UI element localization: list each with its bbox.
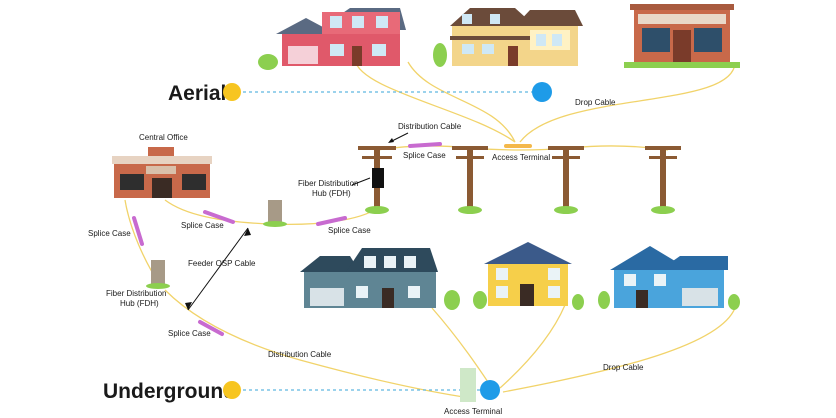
arrow [351, 177, 371, 186]
splice-case-co-right [203, 210, 235, 224]
aerial-marker-icon [223, 83, 241, 101]
fdh-aerial-label-2: Hub (FDH) [312, 189, 351, 198]
fdh-ug-label-2: Hub (FDH) [120, 299, 159, 308]
splice-case-mid [316, 216, 347, 226]
arrowhead [185, 302, 192, 310]
underground-distribution-cable [164, 289, 471, 399]
fdh-aerial-label-1: Fiber Distribution [298, 179, 358, 188]
drop-cable-shop [519, 61, 736, 143]
underground-marker-icon [223, 381, 241, 399]
house-icon [433, 8, 583, 67]
ug-access-terminal-marker-icon [480, 380, 500, 400]
access-terminal-pedestal-icon [460, 368, 476, 402]
arrowhead [388, 138, 394, 143]
drop-cable-house2 [407, 61, 516, 143]
arrowhead [244, 228, 251, 236]
splice-case-label-mid: Splice Case [328, 226, 371, 235]
splice-case-label-left: Splice Case [88, 229, 131, 238]
feeder-osp-arrow [187, 227, 249, 311]
splice-case-label-lower: Splice Case [168, 329, 211, 338]
access-terminal-label-lower: Access Terminal [444, 407, 502, 416]
house-icon [258, 8, 406, 70]
utility-pole-icon [452, 146, 488, 214]
drop-cable-label-lower: Drop Cable [603, 363, 644, 372]
ug-drop-cable-house2 [499, 304, 566, 389]
access-terminal-marker-icon [532, 82, 552, 102]
distribution-cable-label-lower: Distribution Cable [268, 350, 332, 359]
house-icon [473, 242, 584, 310]
splice-case-label-top: Splice Case [403, 151, 446, 160]
splice-case-lower [198, 320, 224, 336]
feeder-osp-cable-label: Feeder OSP Cable [188, 259, 256, 268]
utility-pole-icon [548, 146, 584, 214]
underground-label: Underground [103, 380, 236, 403]
fdh-cabinet-icon [372, 168, 384, 188]
splice-case-left [132, 216, 144, 246]
distribution-cable-label: Distribution Cable [398, 122, 462, 131]
access-terminal-label-top: Access Terminal [492, 153, 550, 162]
fdh-ug-label-1: Fiber Distribution [106, 289, 166, 298]
house-icon [598, 246, 740, 310]
fdh-cabinet-icon [151, 260, 165, 286]
shop-icon [624, 4, 740, 68]
utility-pole-icon [645, 146, 681, 214]
drop-cable-label: Drop Cable [575, 98, 616, 107]
aerial-label: Aerial [168, 82, 226, 105]
fdh-cabinet-icon [268, 200, 282, 224]
drop-cable-house1 [354, 59, 516, 143]
aerial-splice-case [408, 142, 442, 148]
central-office-label: Central Office [139, 133, 188, 142]
central-office-icon [112, 147, 212, 198]
house-icon [300, 248, 460, 310]
ug-drop-cable-house3 [502, 307, 736, 393]
splice-case-label-co-right: Splice Case [181, 221, 224, 230]
